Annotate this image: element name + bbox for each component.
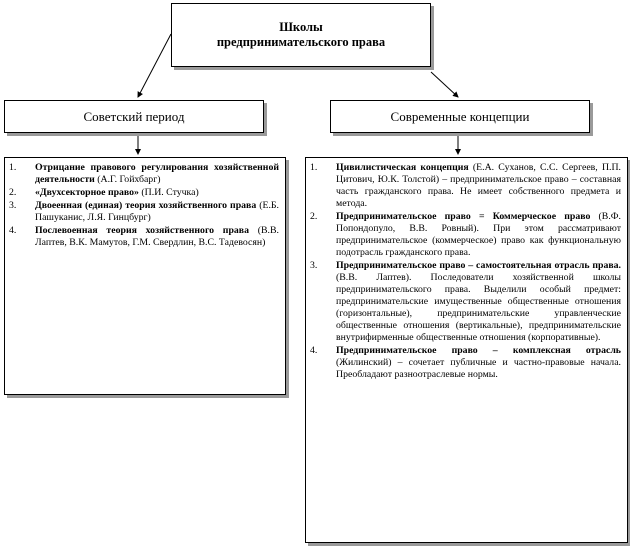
diagram-title-text: Школы предпринимательского права xyxy=(216,20,386,49)
modern-concepts-list: 1. Цивилистическая концепция (Е.А. Сухан… xyxy=(305,157,628,543)
item-title: Цивилистическая концепция xyxy=(336,162,469,173)
list-item: 1. Отрицание правового регулирования хоз… xyxy=(9,162,279,186)
arrow-title-to-modern xyxy=(430,71,459,98)
item-number: 4. xyxy=(310,345,318,356)
item-number: 3. xyxy=(9,200,17,211)
item-number: 1. xyxy=(9,162,17,173)
item-title: Предпринимательское право – комплексная … xyxy=(336,345,621,356)
item-detail: (Е.А. Суханов, С.С. Сергеев, П.П. Цитови… xyxy=(336,162,621,209)
item-detail: (В.В. Лаптев). Последователи хозяйственн… xyxy=(336,272,621,343)
item-title: Двоеенная (единая) теория хозяйственного… xyxy=(35,200,257,211)
item-number: 4. xyxy=(9,225,17,236)
list-item: 1. Цивилистическая концепция (Е.А. Сухан… xyxy=(310,162,621,210)
list-item: 2. «Двухсекторное право» (П.И. Стучка) xyxy=(9,187,279,199)
diagram-title: Школы предпринимательского права xyxy=(171,3,431,67)
item-number: 1. xyxy=(310,162,318,173)
item-title: Отрицание правового регулирования хозяйс… xyxy=(35,162,279,185)
modern-concepts-box: Современные концепции xyxy=(330,100,590,133)
item-number: 3. xyxy=(310,260,318,271)
soviet-period-box: Советский период xyxy=(4,100,264,133)
item-detail: (Жилинский) – сочетает публичные и частн… xyxy=(336,357,621,380)
item-detail: (В.Ф. Попондопуло, В.В. Ровный). При это… xyxy=(336,211,621,258)
item-detail: (А.Г. Гойхбарг) xyxy=(94,174,161,185)
item-number: 2. xyxy=(310,211,318,222)
list-item: 3. Двоеенная (единая) теория хозяйственн… xyxy=(9,200,279,224)
list-item: 4. Послевоенная теория хозяйственного пр… xyxy=(9,225,279,249)
item-detail: (В.В. Лаптев, В.К. Мамутов, Г.М. Свердли… xyxy=(35,225,279,248)
item-title: Послевоенная теория хозяйственного права xyxy=(35,225,249,236)
modern-concepts-heading: Современные концепции xyxy=(390,108,530,124)
item-detail: (Е.Б. Пашуканис, Л.Я. Гинцбург) xyxy=(35,200,279,223)
item-title: «Двухсекторное право» xyxy=(35,187,139,198)
soviet-period-heading: Советский период xyxy=(83,108,185,124)
item-title: Предпринимательское право = Коммерческое… xyxy=(336,211,591,222)
soviet-schools-list: 1. Отрицание правового регулирования хоз… xyxy=(4,157,286,395)
arrow-title-to-soviet xyxy=(137,33,172,98)
item-number: 2. xyxy=(9,187,17,198)
item-detail: (П.И. Стучка) xyxy=(138,187,199,198)
list-item: 4. Предпринимательское право – комплексн… xyxy=(310,345,621,381)
list-item: 2. Предпринимательское право = Коммерчес… xyxy=(310,211,621,259)
item-title: Предпринимательское право – самостоятель… xyxy=(336,260,621,271)
list-item: 3. Предпринимательское право – самостоят… xyxy=(310,260,621,344)
